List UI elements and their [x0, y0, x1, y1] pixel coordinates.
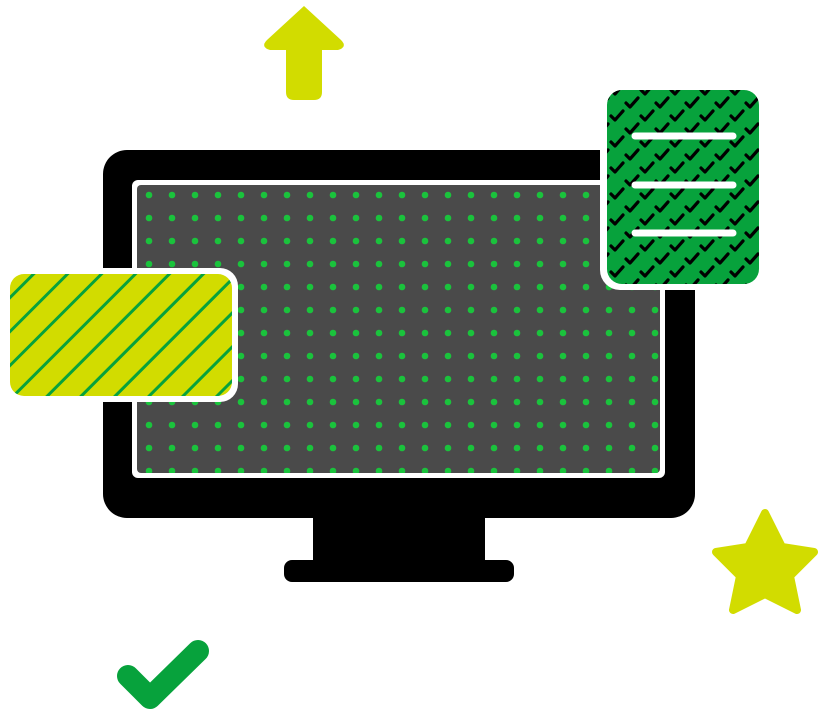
document-icon — [600, 84, 766, 290]
monitor-base — [284, 560, 514, 582]
card-stripes — [10, 274, 232, 396]
screen-dot-pattern — [137, 185, 660, 473]
monitor-neck — [313, 512, 485, 568]
monitor-icon — [103, 150, 695, 582]
striped-card-icon — [4, 268, 238, 402]
star-icon — [712, 509, 818, 614]
up-arrow-icon — [264, 6, 344, 100]
checkmark-icon — [117, 640, 209, 709]
